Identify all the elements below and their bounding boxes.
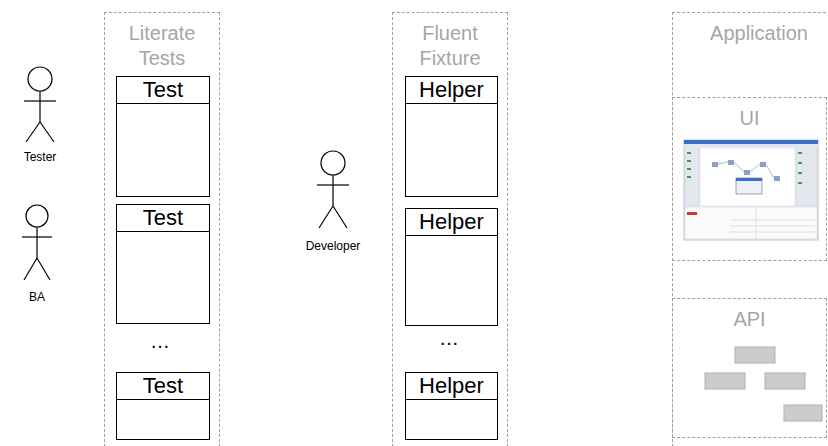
box-title: Test [117,373,209,400]
api-region: API [672,298,827,438]
ui-screenshot [684,140,818,240]
application-group: ApplicationUI API [672,12,828,446]
test-box: Test [116,76,210,197]
stick-figure [22,205,52,280]
box-title: Test [117,205,209,232]
group-title: UI [673,106,826,131]
test-group: Literate TestsTestTestTest [104,12,220,446]
ui-region: UI [672,97,827,261]
test-box: Test [116,372,210,440]
box-title: Test [117,77,209,104]
group-title: Application [673,21,828,46]
stick-figure [24,67,56,142]
actor-name: Tester [24,150,57,164]
helper-box: Helper [405,208,498,326]
box-title: Helper [406,209,497,236]
actor-name: BA [29,290,45,304]
fixture-group: Fluent FixtureHelperHelperHelper [392,12,508,446]
box-title: Helper [406,373,497,400]
test-box: Test [116,204,210,324]
group-title: Literate Tests [105,21,219,71]
helper-box: Helper [405,76,498,197]
actor-name: Developer [306,239,361,253]
stick-figure [317,151,349,228]
ellipsis: … [150,330,170,353]
group-title: Fluent Fixture [393,21,507,71]
box-title: Helper [406,77,497,104]
helper-box: Helper [405,372,498,440]
group-title: API [673,307,826,332]
ellipsis: … [439,327,459,350]
api-blocks [705,347,822,421]
